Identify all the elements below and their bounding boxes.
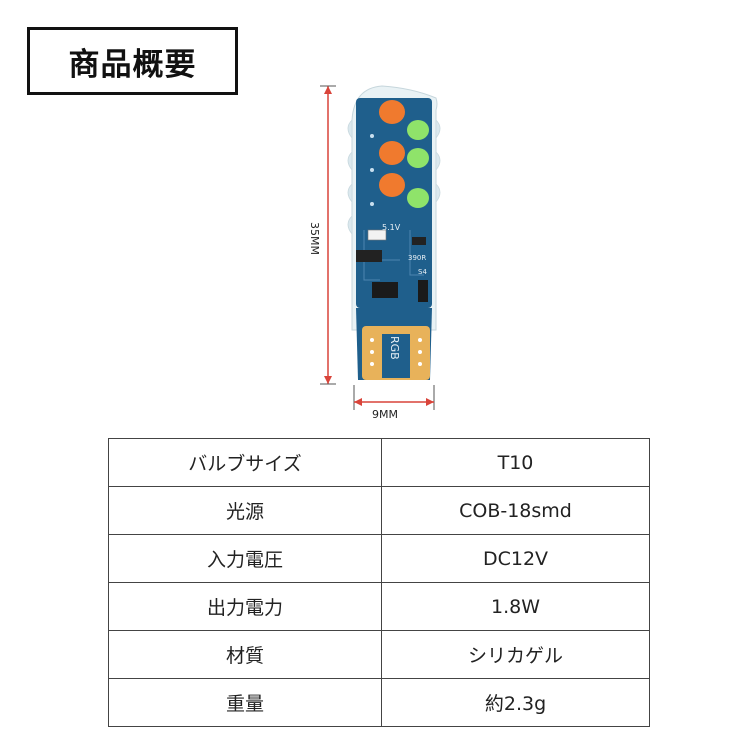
resistor-component	[412, 237, 426, 245]
table-row: バルブサイズ T10	[108, 438, 650, 487]
shell-ribs	[347, 119, 441, 236]
spec-label: バルブサイズ	[108, 438, 382, 487]
spec-label: 出力電力	[108, 582, 382, 631]
width-dimension-line	[353, 385, 435, 410]
diode-component	[418, 280, 428, 302]
table-row: 出力電力 1.8W	[108, 582, 650, 631]
page-title: 商品概要	[27, 27, 238, 95]
bulb-illustration: 35MM	[308, 85, 441, 421]
spec-value: T10	[381, 438, 650, 487]
spec-label: 材質	[108, 630, 382, 679]
pcb-resistor-label: 390R	[408, 254, 426, 262]
table-row: 材質 シリカゲル	[108, 630, 650, 679]
height-dimension-line	[320, 85, 336, 385]
bulb-diagram: 35MM	[300, 80, 460, 421]
led-array	[370, 100, 429, 208]
green-led	[407, 120, 429, 140]
green-led	[407, 188, 429, 208]
orange-led	[379, 100, 405, 124]
spec-label: 重量	[108, 678, 382, 727]
spec-table: バルブサイズ T10 光源 COB-18smd 入力電圧 DC12V 出力電力 …	[108, 438, 650, 727]
capacitor-component	[356, 250, 382, 262]
orange-led	[379, 141, 405, 165]
page-title-text: 商品概要	[68, 46, 197, 83]
orange-led	[379, 173, 405, 197]
spec-value: 約2.3g	[381, 678, 650, 727]
pcb-switch-label: S4	[418, 268, 427, 276]
table-row: 重量 約2.3g	[108, 678, 650, 727]
ic-chip	[372, 282, 398, 298]
spec-label: 入力電圧	[108, 534, 382, 583]
height-label: 35MM	[308, 222, 321, 255]
width-label: 9MM	[372, 408, 398, 420]
pcb-base-label: RGB	[388, 336, 401, 360]
smd-component	[367, 229, 387, 241]
spec-value: 1.8W	[381, 582, 650, 631]
spec-label: 光源	[108, 486, 382, 535]
green-led	[407, 148, 429, 168]
spec-value: COB-18smd	[381, 486, 650, 535]
pcb-components	[356, 229, 428, 302]
spec-value: DC12V	[381, 534, 650, 583]
table-row: 光源 COB-18smd	[108, 486, 650, 535]
pcb-voltage-label: 5.1V	[382, 223, 401, 232]
contact-dots	[370, 338, 422, 366]
table-row: 入力電圧 DC12V	[108, 534, 650, 583]
spec-value: シリカゲル	[381, 630, 650, 679]
